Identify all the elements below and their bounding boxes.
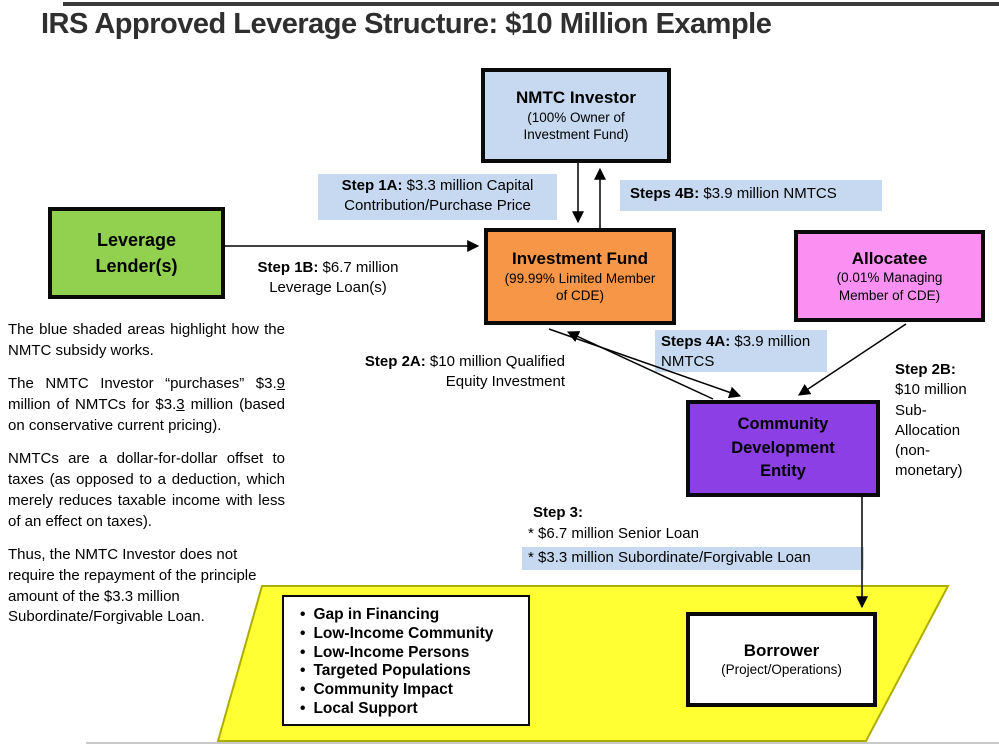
step-3-heading: Step 3: — [533, 504, 584, 521]
top-divider — [63, 2, 999, 6]
allocatee-title: Allocatee — [851, 248, 928, 268]
community-criteria-list: Gap in Financing Low-Income Community Lo… — [300, 606, 528, 719]
investment-fund-box: Investment Fund (99.99% Limited Member o… — [484, 228, 676, 325]
allocatee-subtitle: (0.01% Managing Member of CDE) — [836, 270, 943, 303]
note-paragraph-2: The NMTC Investor “purchases” $3.9 milli… — [8, 375, 285, 434]
page-title: IRS Approved Leverage Structure: $10 Mil… — [41, 8, 772, 40]
note-paragraph-4: Thus, the NMTC Investor does not require… — [8, 546, 257, 626]
note-paragraph-3: NMTCs are a dollar-for-dollar offset to … — [8, 450, 285, 530]
steps-4b-label: Steps 4B: $3.9 million NMTCS — [620, 180, 882, 211]
investment-fund-subtitle: (99.99% Limited Member of CDE) — [504, 270, 656, 304]
list-item: Low-Income Community — [300, 625, 528, 644]
step-1a-label: Step 1A: $3.3 million Capital Contributi… — [318, 174, 557, 220]
investment-fund-title: Investment Fund — [511, 249, 648, 269]
sidebar-notes: The blue shaded areas highlight how the … — [8, 320, 285, 641]
community-criteria-panel: Gap in Financing Low-Income Community Lo… — [282, 595, 530, 726]
note-paragraph-1: The blue shaded areas highlight how the … — [8, 321, 285, 359]
borrower-title: Borrower — [743, 641, 820, 661]
list-item: Local Support — [300, 700, 528, 719]
bottom-divider — [86, 742, 999, 744]
step-2b-label: Step 2B: $10 million Sub-Allocation (non… — [895, 361, 967, 480]
step-3-senior-line: * $6.7 million Senior Loan — [528, 525, 699, 543]
step-3-label: Step 3: * $6.7 million Senior Loan * $3.… — [522, 503, 864, 570]
list-item: Targeted Populations — [300, 662, 528, 681]
list-item: Community Impact — [300, 681, 528, 700]
borrower-subtitle: (Project/Operations) — [721, 662, 842, 678]
steps-4a-label: Steps 4A: $3.9 million NMTCS — [655, 330, 827, 372]
step-3-subordinate-line: * $3.3 million Subordinate/Forgivable Lo… — [522, 546, 864, 570]
borrower-box: Borrower (Project/Operations) — [686, 612, 877, 707]
allocatee-box: Allocatee (0.01% Managing Member of CDE) — [794, 230, 985, 322]
leverage-lender-title: Leverage Lender(s) — [95, 229, 178, 276]
step-1b-label: Step 1B: $6.7 million Leverage Loan(s) — [257, 259, 399, 297]
list-item: Low-Income Persons — [300, 644, 528, 663]
nmtc-investor-box: NMTC Investor (100% Owner of Investment … — [481, 68, 671, 163]
step-2a-label: Step 2A: $10 million Qualified Equity In… — [364, 353, 565, 391]
list-item: Gap in Financing — [300, 606, 528, 625]
nmtc-investor-title: NMTC Investor — [516, 88, 636, 108]
nmtc-investor-subtitle: (100% Owner of Investment Fund) — [523, 109, 629, 143]
leverage-lender-box: Leverage Lender(s) — [48, 207, 225, 299]
community-development-entity-box: Community Development Entity — [686, 400, 880, 497]
cde-title: Community Development Entity — [731, 414, 835, 481]
